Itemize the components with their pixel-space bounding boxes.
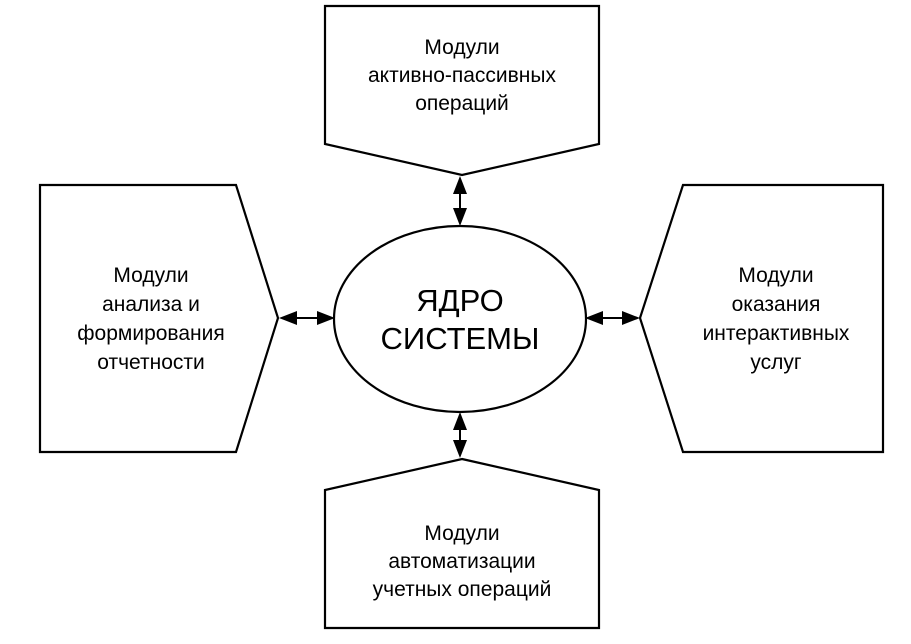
connector-top-arrowhead-down — [453, 208, 467, 226]
module-top-line-3: операций — [415, 92, 509, 115]
module-left-line-2: анализа и — [102, 293, 200, 316]
module-right-line-1: Модули — [738, 264, 813, 287]
module-right-line-2: оказания — [732, 293, 821, 316]
connector-right — [585, 311, 640, 325]
connector-left — [279, 311, 335, 325]
module-bottom: Модули автоматизации учетных операций — [323, 457, 601, 630]
connector-top — [453, 176, 467, 226]
module-right-shape — [638, 183, 885, 454]
module-top-line-1: Модули — [424, 36, 499, 59]
module-bottom-shape — [323, 457, 601, 630]
module-bottom-line-1: Модули — [424, 522, 499, 545]
connector-left-arrowhead-right — [317, 311, 335, 325]
connector-right-arrowhead-right — [622, 311, 640, 325]
module-left-shape — [38, 183, 280, 454]
module-right-line-4: услуг — [750, 351, 802, 374]
module-left-line-4: отчетности — [97, 351, 205, 374]
module-right: Модули оказания интерактивных услуг — [638, 183, 885, 454]
connector-top-arrowhead-up — [453, 176, 467, 194]
module-left: Модули анализа и формирования отчетности — [38, 183, 280, 454]
connector-left-arrowhead-left — [279, 311, 297, 325]
connector-bottom — [453, 412, 467, 458]
system-core-line-2: СИСТЕМЫ — [381, 321, 540, 356]
system-core: ЯДРО СИСТЕМЫ — [332, 224, 588, 414]
module-top-line-2: активно-пассивных — [368, 64, 557, 87]
module-top: Модули активно-пассивных операций — [323, 4, 601, 177]
module-left-line-3: формирования — [77, 322, 224, 345]
module-bottom-line-3: учетных операций — [373, 578, 552, 601]
system-core-line-1: ЯДРО — [416, 283, 504, 318]
connector-bottom-arrowhead-up — [453, 412, 467, 430]
module-right-line-3: интерактивных — [703, 322, 850, 345]
module-left-line-1: Модули — [113, 264, 188, 287]
system-core-ellipse — [332, 224, 588, 414]
connector-bottom-arrowhead-down — [453, 440, 467, 458]
module-bottom-line-2: автоматизации — [388, 550, 535, 573]
connector-right-arrowhead-left — [585, 311, 603, 325]
module-top-shape — [323, 4, 601, 177]
